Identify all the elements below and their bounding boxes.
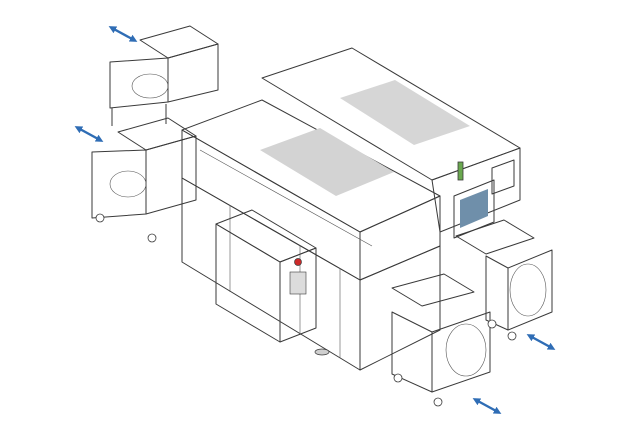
double-arrow-icon <box>526 334 556 350</box>
front-module-base-end <box>359 245 441 371</box>
feeder-cart-top-left <box>109 25 219 126</box>
operator-cabinet-side <box>279 247 317 343</box>
front-module <box>181 99 441 371</box>
feeder-cart-front-right <box>391 273 491 407</box>
double-arrow-icon <box>108 26 138 42</box>
rear-module-screen <box>491 159 515 195</box>
operator-cabinet-front <box>215 223 281 343</box>
front-module-roof-shade <box>260 128 394 196</box>
operator-cabinet <box>215 209 330 356</box>
rear-module-number: 2 <box>498 175 504 186</box>
right-monitor-screen <box>460 189 488 228</box>
double-arrow-icon <box>472 398 502 414</box>
machine-foot <box>314 348 330 356</box>
rear-module-right-face <box>431 147 521 233</box>
feeder-cart-rear-right <box>455 219 553 341</box>
rear-module-roof-shade <box>340 80 470 145</box>
control-panel-buttons[interactable] <box>289 271 307 295</box>
double-arrow-icon <box>74 126 104 142</box>
rear-signal-tower <box>457 161 464 181</box>
right-monitor-frame <box>453 179 495 239</box>
front-module-base <box>181 177 361 371</box>
right-monitor <box>453 179 495 239</box>
feeder-cart-mid-left <box>91 117 197 243</box>
rear-module: 2 <box>261 47 521 233</box>
front-module-end-face <box>359 195 441 281</box>
emergency-stop-button[interactable] <box>294 258 302 266</box>
